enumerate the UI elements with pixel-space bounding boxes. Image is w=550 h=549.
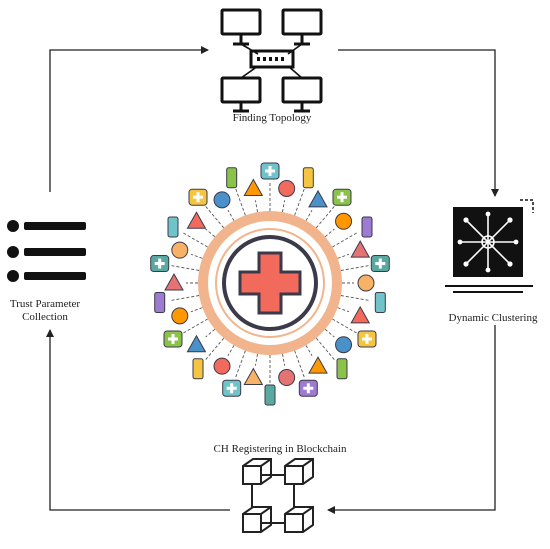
spoke-line [205, 328, 216, 338]
medical-item-icon [361, 216, 373, 238]
medical-item-icon [336, 358, 348, 380]
spoke-line [332, 232, 357, 248]
spoke-line [294, 188, 305, 216]
spoke-line [324, 228, 335, 238]
spoke-line [282, 353, 286, 366]
medical-item-icon [243, 178, 264, 196]
medical-item-icon [302, 167, 314, 189]
medical-item-icon [335, 212, 353, 230]
list-icon [7, 220, 86, 282]
medical-item-icon [171, 307, 189, 325]
medical-item-icon [186, 334, 207, 353]
spoke-line [315, 337, 335, 360]
spoke-line [315, 206, 335, 229]
network-topology-icon [220, 8, 323, 113]
arrow-topology-to-clustering [338, 49, 499, 197]
medical-item-icon [374, 291, 386, 313]
spoke-line [254, 200, 258, 213]
medical-item-icon [186, 211, 207, 229]
spoke-line [205, 337, 225, 360]
spoke-line [305, 345, 313, 356]
spoke-line [337, 307, 350, 313]
ch-registering-label: CH Registering in Blockchain [214, 443, 347, 455]
medical-item-icon [370, 255, 390, 273]
medical-item-icon [222, 379, 242, 397]
medical-item-icon [226, 167, 238, 189]
medical-item-icon [278, 179, 296, 197]
medical-item-icon [154, 291, 166, 313]
spoke-line [227, 210, 235, 221]
trust-parameter-label-line1: Trust Parameter [10, 298, 81, 310]
medical-item-icon [278, 369, 296, 387]
medical-item-icon [150, 255, 170, 273]
medical-item-icon [332, 188, 352, 206]
spoke-line [305, 210, 313, 221]
radial-dashed-lines [171, 183, 369, 383]
medical-item-icon [350, 305, 371, 324]
medical-item-icon [298, 379, 318, 397]
spoke-line [171, 265, 200, 271]
medical-item-icon [308, 189, 328, 208]
medical-item-icon [167, 216, 179, 238]
medical-item-icon [213, 191, 231, 209]
spoke-line [340, 295, 369, 301]
medical-item-icon [264, 384, 276, 406]
medical-item-icon [357, 330, 377, 348]
spoke-line [190, 253, 203, 259]
spoke-line [205, 206, 225, 229]
medical-item-icon [335, 336, 353, 354]
spoke-line [337, 253, 350, 259]
finding-topology-label: Finding Topology [233, 112, 312, 124]
medical-item-icon [164, 272, 184, 291]
medical-item-icon [357, 274, 375, 292]
arrow-blockchain-to-trust [46, 329, 230, 511]
blockchain-icon [242, 458, 314, 533]
spoke-line [340, 265, 369, 271]
dynamic-clustering-label: Dynamic Clustering [449, 312, 538, 324]
spoke-line [235, 188, 246, 216]
medical-icons-ring [150, 162, 390, 406]
medical-hub [198, 211, 342, 355]
spoke-line [254, 353, 258, 366]
spoke-line [183, 318, 208, 334]
medical-item-icon [171, 241, 189, 259]
arrow-clustering-to-blockchain [327, 325, 496, 514]
spoke-line [171, 295, 200, 301]
cluster-chip-icon [445, 199, 534, 293]
spoke-line [294, 350, 305, 378]
medical-item-icon [350, 240, 371, 258]
medical-item-icon [213, 357, 231, 375]
medical-cross-icon [238, 251, 302, 315]
spoke-line [183, 232, 208, 248]
trust-parameter-label-line2: Collection [22, 311, 68, 323]
medical-item-icon [188, 188, 208, 206]
spoke-line [324, 328, 335, 338]
cycle-arrows [46, 46, 499, 514]
medical-item-icon [260, 162, 280, 180]
spoke-line [282, 200, 286, 213]
hub-inner-ring [215, 228, 325, 338]
medical-item-icon [243, 367, 264, 386]
medical-item-icon [163, 330, 183, 348]
arrow-trust-to-topology [49, 46, 209, 192]
spoke-line [235, 350, 246, 378]
medical-item-icon [308, 356, 328, 374]
spoke-line [190, 307, 203, 313]
medical-item-icon [192, 358, 204, 380]
spoke-line [227, 345, 235, 356]
spoke-line [205, 228, 216, 238]
